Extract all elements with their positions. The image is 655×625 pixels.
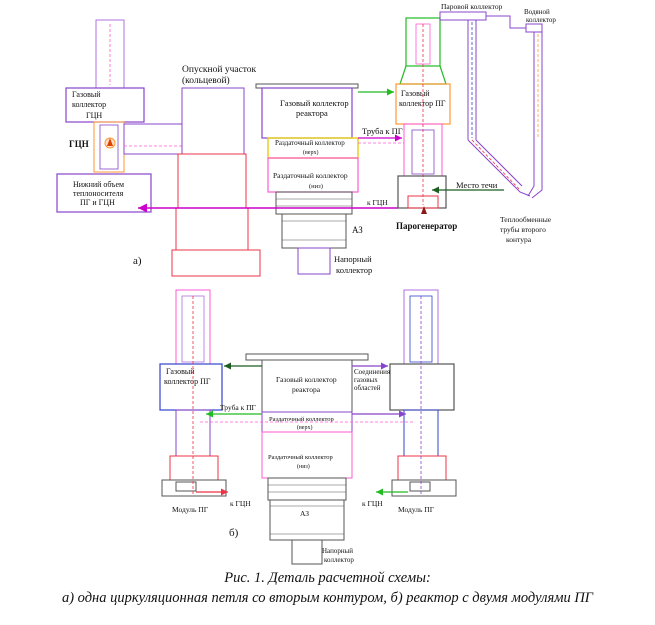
sg-module-right-label: Модуль ПГ xyxy=(398,505,435,514)
caption-line-1: Рис. 1. Деталь расчетной схемы: xyxy=(224,570,431,586)
pressure-label-1: Напорный xyxy=(334,254,372,264)
water-collector-label-2: коллектор xyxy=(526,16,556,24)
dist-lower-label-1: Раздаточный коллектор xyxy=(273,171,348,180)
reactor-b-gas-label-1: Газовый коллектор xyxy=(276,375,337,384)
lower-volume-box xyxy=(56,173,152,213)
core-box xyxy=(281,213,347,249)
part-b: Газовый коллектор ПГ Модуль ПГ к ГЦН Мод… xyxy=(159,289,457,565)
to-pump-left-label: к ГЦН xyxy=(230,499,251,508)
hx-tubes-label-3: контура xyxy=(506,235,532,244)
reactor-b-gas-top xyxy=(245,353,369,361)
pressure-collector xyxy=(297,247,331,275)
downcomer-label-2: (кольцевой) xyxy=(182,75,230,86)
downcomer-label-1: Опускной участок xyxy=(182,64,257,75)
pump-to-downcomer-pipe xyxy=(123,123,183,155)
downcomer-base xyxy=(171,249,261,277)
water-collector-box xyxy=(525,23,543,33)
dist-upper-label-1: Раздаточный коллектор xyxy=(275,139,345,147)
gas-conn-label-2: газовых xyxy=(354,376,378,384)
core-label: АЗ xyxy=(352,225,363,235)
sg-left-gas-label-2: коллектор ПГ xyxy=(164,377,211,386)
reactor-b-pressure-label-1: Напорный xyxy=(322,547,353,555)
pump-gas-collector-label-3: ГЦН xyxy=(86,111,102,120)
pump-gas-collector-label-1: Газовый xyxy=(72,90,101,99)
reactor-gas-label-2: реактора xyxy=(296,108,328,118)
dist-lower-label-2: (низ) xyxy=(309,183,323,190)
pump-gas-collector-label-2: коллектор xyxy=(72,100,106,109)
reactor-b-dist-upper-label-1: Раздаточный коллектор xyxy=(269,416,334,423)
downcomer-lower xyxy=(177,153,247,209)
lower-volume-label-3: ПГ и ГЦН xyxy=(80,198,115,207)
reactor-b-pressure xyxy=(291,539,323,565)
steam-collector-label: Паровой коллектор xyxy=(441,2,503,11)
gas-conn-label-1: Соединения xyxy=(354,368,391,376)
pipe-to-sg-b-label: Труба к ПГ xyxy=(220,403,257,412)
steam-collector-box xyxy=(439,11,487,21)
lower-volume-label-1: Нижний объем xyxy=(73,180,124,189)
hx-tubes-label-1: Теплообменные xyxy=(500,215,552,224)
reactor-b-dist-lower-label-2: (низ) xyxy=(297,463,310,470)
reactor-lower-block xyxy=(275,191,353,215)
gas-conn-label-3: областей xyxy=(354,384,381,392)
sg-module-left-label: Модуль ПГ xyxy=(172,505,209,514)
reactor-b-core-label: АЗ xyxy=(300,509,309,518)
to-pump-label: к ГЦН xyxy=(367,198,388,207)
pressure-label-2: коллектор xyxy=(336,265,372,275)
leak-point-label: Место течи xyxy=(456,180,498,190)
sg-gas-label-1: Газовый xyxy=(401,89,430,98)
sg-right-gas-box xyxy=(389,363,455,411)
downcomer-upper xyxy=(181,87,245,155)
sg-gas-label-2: коллектор ПГ xyxy=(399,99,446,108)
to-pump-right-label: к ГЦН xyxy=(362,499,383,508)
pipe-to-sg-label: Труба к ПГ xyxy=(362,126,403,136)
sg-bottom-box xyxy=(397,175,447,209)
part-a-label: а) xyxy=(133,255,142,267)
lower-volume-label-2: теплоносителя xyxy=(73,189,124,198)
reactor-gas-label-1: Газовый коллектор xyxy=(280,98,349,108)
dist-upper-label-2: (верх) xyxy=(303,149,318,156)
reactor-b-dist-upper-label-2: (верх) xyxy=(297,424,312,431)
reactor-b-dist-lower-label-1: Раздаточный коллектор xyxy=(268,454,333,461)
sg-marker-icon xyxy=(421,206,427,214)
part-b-label: б) xyxy=(229,527,239,539)
part-a: Газовый коллектор ГЦН ГЦН Нижний объем т… xyxy=(56,2,556,277)
downcomer-bottom xyxy=(175,207,249,251)
pump-label: ГЦН xyxy=(69,139,89,149)
hx-tubes-label-2: трубы второго xyxy=(500,225,546,234)
sg-left-gas-label-1: Газовый xyxy=(166,367,195,376)
caption-line-2: а) одна циркуляционная петля со вторым к… xyxy=(61,590,594,606)
reactor-b-gas-label-2: реактора xyxy=(292,385,321,394)
steam-generator-label: Парогенератор xyxy=(396,221,457,231)
water-collector-label-1: Водяной xyxy=(524,8,550,16)
reactor-b-pressure-label-2: коллектор xyxy=(324,556,354,564)
